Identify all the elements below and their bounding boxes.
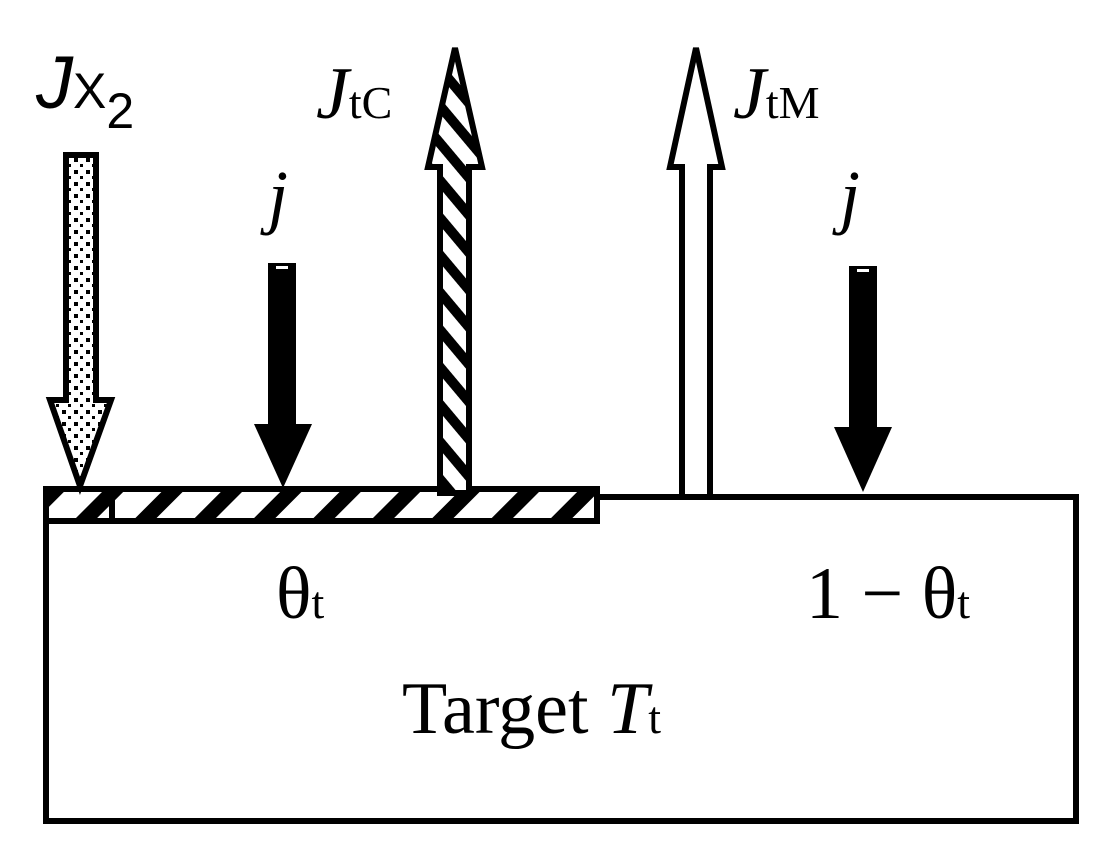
current-right-label: j xyxy=(832,156,860,236)
current-left-arrow-shaft xyxy=(268,263,296,428)
current-right-arrow-head xyxy=(834,427,892,492)
coverage-left-label: θt xyxy=(276,553,324,635)
flux-tm-arrow xyxy=(666,47,726,500)
current-right-arrow-mark xyxy=(857,269,869,272)
current-left-arrow-mark xyxy=(276,266,288,269)
coverage-right-label: 1 − θt xyxy=(806,553,970,635)
flux-tc-label: JtC xyxy=(316,53,392,135)
flux-x2-arrow xyxy=(45,152,116,495)
current-right-arrow-shaft xyxy=(849,266,877,431)
target-label: Target Tt xyxy=(402,668,661,750)
flux-tm-label: JtM xyxy=(733,53,820,135)
compound-layer xyxy=(43,486,600,524)
current-left-arrow-head xyxy=(254,424,312,488)
flux-tc-arrow xyxy=(424,47,486,496)
flux-x2-label: JX2 xyxy=(35,41,134,139)
target-body xyxy=(43,494,1079,824)
current-left-label: j xyxy=(260,156,288,236)
